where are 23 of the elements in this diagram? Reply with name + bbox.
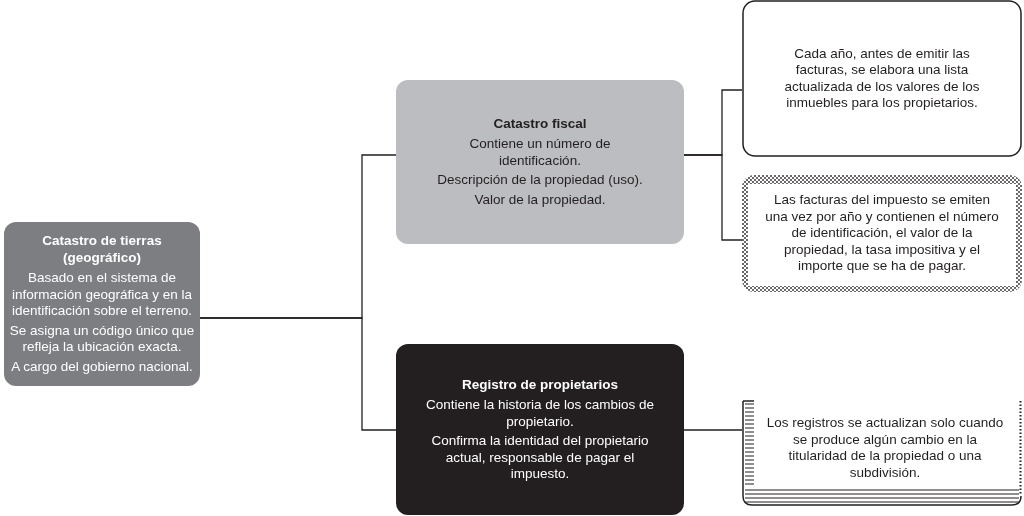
box-text: Confirma la identidad del propietario actual, responsable de pagar el impuesto. [430,433,650,483]
box-text: Basado en el sistema de información geográfica y en la identificación sobre el terreno. [10,270,194,320]
box-text: Las facturas del impuesto se emiten una vez por año y contienen el número de identificación, el valor de la propiedad, la tasa impositiva y el importe que se ha de pagar. [764,192,1000,275]
box-title: Catastro fiscal [493,115,587,133]
box-text: Se asigna un código único que refleja la ubicación exacta. [8,322,196,356]
category-box [396,80,684,244]
note-box [742,175,1022,292]
box-text: Contiene un número de identificación. [468,136,612,170]
box-text: Valor de la propiedad. [474,191,606,209]
note-box [742,0,1022,157]
note-box [742,400,1022,506]
connector-line [683,429,743,431]
connector-line [683,154,743,241]
box-text: A cargo del gobierno nacional. [11,358,193,375]
box-title: Registro de propietarios [462,376,618,393]
connector-line [199,317,397,431]
category-box [396,344,684,515]
category-box [4,222,200,386]
box-text: Cada año, antes de emitir las facturas, se elabora una lista actualizada de los valores de los inmuebles para los propietarios. [783,45,981,112]
box-text: Descripción de la propiedad (uso). [437,172,643,189]
box-title: Catastro de tierras (geográfico) [41,233,163,266]
box-text: Los registros se actualizan solo cuando se produce algún cambio en la titularidad de la propiedad o una subdivisión. [765,415,1005,481]
box-text: Contiene la historia de los cambios de propietario. [424,397,656,430]
